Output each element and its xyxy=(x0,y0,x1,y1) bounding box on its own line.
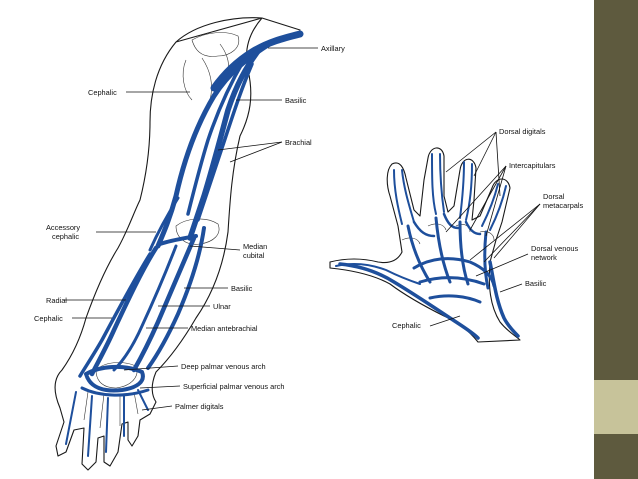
arm-outline xyxy=(54,17,301,471)
dorsal-metacarpal-veins xyxy=(406,216,490,290)
label-palmer-digitals: Palmer digitals xyxy=(175,402,224,411)
superficial-palmar-venous-arch xyxy=(80,386,150,397)
label-basilic-hand: Basilic xyxy=(525,279,547,288)
label-cephalic-hand: Cephalic xyxy=(392,321,421,330)
arm-labels: Axillary Cephalic Basilic Brachial Acces… xyxy=(34,44,345,411)
hand-labels: Dorsal digitals Intercapitulars Dorsal m… xyxy=(392,127,584,330)
brachial-vein-2 xyxy=(196,62,254,222)
thumb-dorsal-vein xyxy=(335,262,421,285)
label-dorsal-metacarpals-2: metacarpals xyxy=(543,201,584,210)
label-median-cubital-2: cubital xyxy=(243,251,265,260)
wrist-bone-detail xyxy=(83,362,139,429)
hand-leader-lines xyxy=(429,131,541,327)
label-superficial-palmar-venous-arch: Superficial palmar venous arch xyxy=(183,382,284,391)
palmer-digital-veins xyxy=(65,389,149,457)
shoulder-bone-detail xyxy=(182,32,240,101)
dorsal-venous-network xyxy=(412,257,496,304)
axillary-vein xyxy=(210,30,304,92)
label-radial: Radial xyxy=(46,296,67,305)
ulnar-vein xyxy=(131,235,197,373)
label-dorsal-metacarpals-1: Dorsal xyxy=(543,192,565,201)
arm-veins xyxy=(65,30,304,457)
hand-knuckle-detail xyxy=(401,223,495,245)
brachial-vein-1 xyxy=(186,58,246,216)
side-band-middle xyxy=(594,380,638,434)
intercapitular-veins xyxy=(412,212,482,238)
arm-illustration: Axillary Cephalic Basilic Brachial Acces… xyxy=(34,17,345,471)
label-brachial: Brachial xyxy=(285,138,312,147)
median-antebrachial-vein xyxy=(112,244,178,372)
side-band-top xyxy=(594,0,638,380)
label-accessory-cephalic-2: cephalic xyxy=(52,232,79,241)
cephalic-vein-lower xyxy=(78,252,152,378)
radial-vein xyxy=(89,245,159,377)
label-accessory-cephalic-1: Accessory xyxy=(46,223,80,232)
basilic-vein-upper xyxy=(187,43,265,241)
dorsal-digital-veins xyxy=(393,153,507,231)
arm-leader-lines xyxy=(64,47,318,411)
label-ulnar: Ulnar xyxy=(213,302,231,311)
accessory-cephalic-vein xyxy=(148,196,180,252)
label-dorsal-venous-network-1: Dorsal venous xyxy=(531,244,579,253)
side-band-bottom xyxy=(594,434,638,479)
hand-illustration: Dorsal digitals Intercapitulars Dorsal m… xyxy=(329,127,584,343)
hand-outline xyxy=(329,147,521,343)
label-cephalic-lower: Cephalic xyxy=(34,314,63,323)
hand-veins xyxy=(335,153,520,340)
label-basilic-lower: Basilic xyxy=(231,284,253,293)
label-cephalic-upper: Cephalic xyxy=(88,88,117,97)
label-deep-palmar-venous-arch: Deep palmar venous arch xyxy=(181,362,266,371)
label-dorsal-venous-network-2: network xyxy=(531,253,557,262)
basilic-vein-lower xyxy=(146,226,206,370)
deep-palmar-venous-arch xyxy=(84,365,145,393)
cephalic-vein-hand xyxy=(338,262,480,340)
basilic-vein-hand xyxy=(488,260,520,338)
label-dorsal-digitals: Dorsal digitals xyxy=(499,127,546,136)
label-intercapitulars: Intercapitulars xyxy=(509,161,556,170)
label-axillary: Axillary xyxy=(321,44,345,53)
label-median-cubital-1: Median xyxy=(243,242,267,251)
label-median-antebrachial: Median antebrachial xyxy=(191,324,258,333)
label-basilic-upper: Basilic xyxy=(285,96,307,105)
